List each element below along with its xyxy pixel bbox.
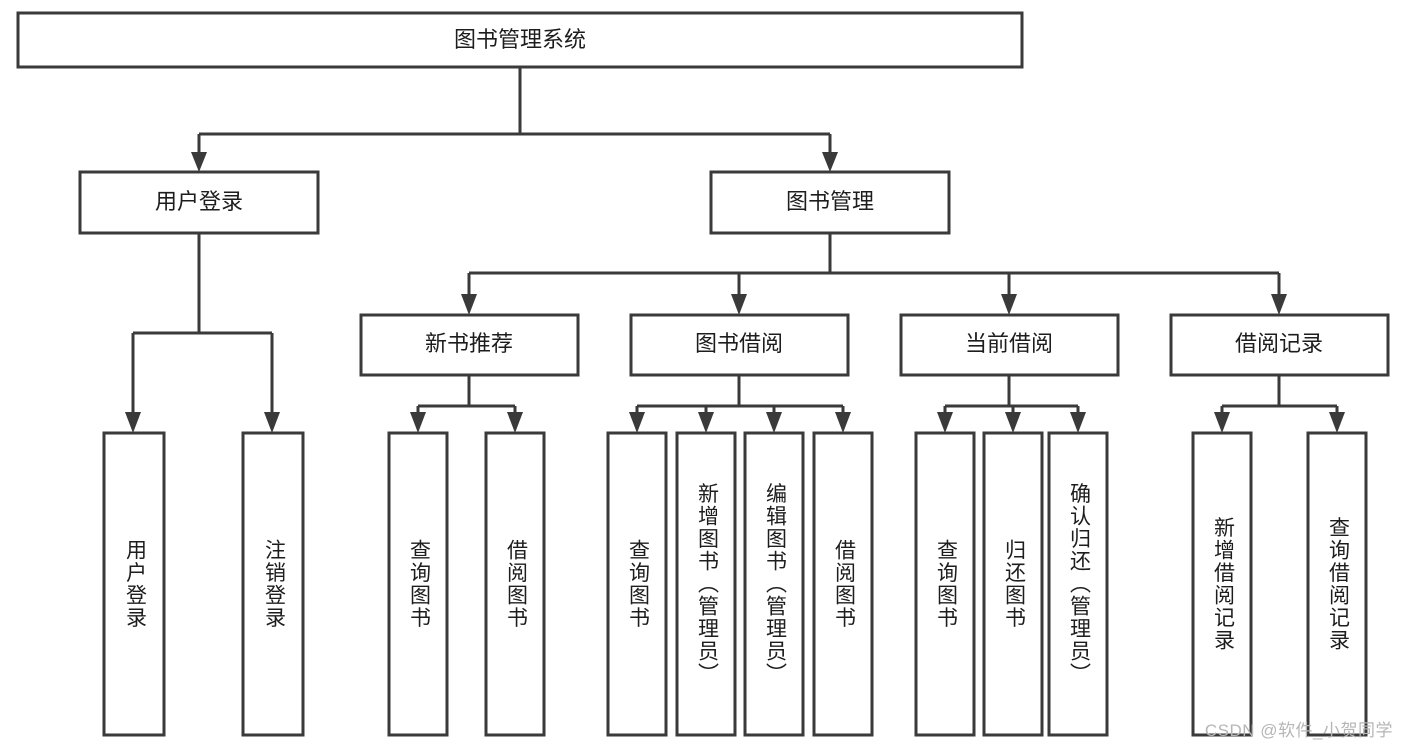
node-leaf-edit-book-label: 编辑图书（管理员）: [763, 483, 787, 686]
node-borrow-record-label: 借阅记录: [1235, 331, 1323, 356]
node-leaf-confirm-return-label: 确认归还（管理员）: [1067, 483, 1091, 686]
node-current-borrow-label: 当前借阅: [965, 331, 1053, 356]
node-book-borrow-box[interactable]: [629, 313, 850, 377]
node-leaf-query-book-3[interactable]: 查询图书: [914, 431, 976, 737]
arrow-book-borrow-leaf-2-icon: [698, 412, 714, 433]
node-leaf-user-login[interactable]: 用户登录: [102, 431, 166, 737]
watermark: CSDN @软件_小贺同学: [1204, 721, 1393, 740]
node-borrow-record[interactable]: 借阅记录: [1169, 313, 1390, 377]
node-root[interactable]: 图书管理系统: [16, 11, 1024, 69]
node-leaf-borrow-book-1[interactable]: 借阅图书: [484, 431, 546, 737]
node-current-borrow-box[interactable]: [899, 313, 1120, 377]
arrow-current-borrow-leaf-1-icon: [937, 412, 953, 433]
node-leaf-query-record-label: 查询借阅记录: [1326, 517, 1350, 652]
node-leaf-query-book-1[interactable]: 查询图书: [387, 431, 449, 737]
node-leaf-confirm-return[interactable]: 确认归还（管理员）: [1047, 431, 1109, 737]
node-leaf-add-book-box[interactable]: [675, 431, 737, 737]
node-current-borrow[interactable]: 当前借阅: [899, 313, 1120, 377]
arrow-to-user-login-icon: [191, 152, 207, 172]
node-leaf-return-book-label: 归还图书: [1002, 539, 1026, 629]
node-root-label: 图书管理系统: [454, 27, 586, 52]
node-leaf-query-book-3-label: 查询图书: [934, 539, 958, 629]
node-leaf-add-book[interactable]: 新增图书（管理员）: [675, 431, 737, 737]
arrow-current-borrow-leaf-3-icon: [1070, 412, 1086, 433]
node-leaf-borrow-book-2[interactable]: 借阅图书: [812, 431, 874, 737]
node-leaf-query-book-2-label: 查询图书: [626, 539, 650, 629]
node-leaf-user-login-box[interactable]: [102, 431, 166, 737]
arrow-current-borrow-leaf-2-icon: [1005, 412, 1021, 433]
node-leaf-query-record[interactable]: 查询借阅记录: [1306, 431, 1368, 737]
arrow-borrow-record-leaf-2-icon: [1329, 412, 1345, 433]
node-leaf-query-book-1-box[interactable]: [387, 431, 449, 737]
arrow-user-login-leaf-1-icon: [125, 412, 141, 433]
arrow-book-borrow-leaf-1-icon: [629, 412, 645, 433]
node-user-login-label: 用户登录: [155, 189, 243, 214]
node-leaf-borrow-book-1-box[interactable]: [484, 431, 546, 737]
node-leaf-user-logout-label: 注销登录: [262, 539, 286, 629]
node-leaf-borrow-book-2-box[interactable]: [812, 431, 874, 737]
node-borrow-record-box[interactable]: [1169, 313, 1390, 377]
arrow-user-login-leaf-2-icon: [264, 412, 280, 433]
node-book-manage-box[interactable]: [709, 170, 951, 235]
node-user-login[interactable]: 用户登录: [78, 170, 320, 235]
node-leaf-add-record[interactable]: 新增借阅记录: [1191, 431, 1253, 737]
node-leaf-query-book-2-box[interactable]: [606, 431, 668, 737]
node-new-book-recommend-label: 新书推荐: [425, 331, 513, 356]
node-leaf-return-book-box[interactable]: [982, 431, 1044, 737]
node-leaf-add-record-label: 新增借阅记录: [1211, 517, 1235, 652]
arrow-to-current-borrow-icon: [1001, 294, 1017, 315]
node-root-box[interactable]: [16, 11, 1024, 69]
arrow-book-borrow-leaf-3-icon: [766, 412, 782, 433]
arrow-to-new-book-icon: [461, 294, 477, 315]
node-leaf-query-book-2[interactable]: 查询图书: [606, 431, 668, 737]
arrow-to-book-borrow-icon: [731, 294, 747, 315]
node-leaf-borrow-book-1-label: 借阅图书: [504, 539, 528, 629]
arrow-book-borrow-leaf-4-icon: [835, 412, 851, 433]
node-leaf-add-book-label: 新增图书（管理员）: [695, 483, 719, 686]
node-new-book-recommend[interactable]: 新书推荐: [359, 313, 580, 377]
node-leaf-edit-book[interactable]: 编辑图书（管理员）: [743, 431, 805, 737]
node-leaf-query-record-box[interactable]: [1306, 431, 1368, 737]
node-book-manage-label: 图书管理: [786, 189, 874, 214]
node-leaf-edit-book-box[interactable]: [743, 431, 805, 737]
node-leaf-user-logout[interactable]: 注销登录: [241, 431, 305, 737]
arrow-new-book-leaf-1-icon: [410, 412, 426, 433]
connector-layer: [125, 67, 1345, 433]
node-new-book-recommend-box[interactable]: [359, 313, 580, 377]
node-leaf-confirm-return-box[interactable]: [1047, 431, 1109, 737]
node-book-borrow[interactable]: 图书借阅: [629, 313, 850, 377]
node-book-borrow-label: 图书借阅: [695, 331, 783, 356]
arrow-borrow-record-leaf-1-icon: [1214, 412, 1230, 433]
node-leaf-query-book-1-label: 查询图书: [407, 539, 431, 629]
node-leaf-user-login-label: 用户登录: [123, 539, 147, 629]
node-user-login-box[interactable]: [78, 170, 320, 235]
node-book-manage[interactable]: 图书管理: [709, 170, 951, 235]
node-leaf-query-book-3-box[interactable]: [914, 431, 976, 737]
node-leaf-borrow-book-2-label: 借阅图书: [832, 539, 856, 629]
node-leaf-add-record-box[interactable]: [1191, 431, 1253, 737]
node-leaf-user-logout-box[interactable]: [241, 431, 305, 737]
arrow-to-borrow-record-icon: [1271, 294, 1287, 315]
arrow-to-book-manage-icon: [822, 152, 838, 172]
node-leaf-return-book[interactable]: 归还图书: [982, 431, 1044, 737]
arrow-new-book-leaf-2-icon: [507, 412, 523, 433]
